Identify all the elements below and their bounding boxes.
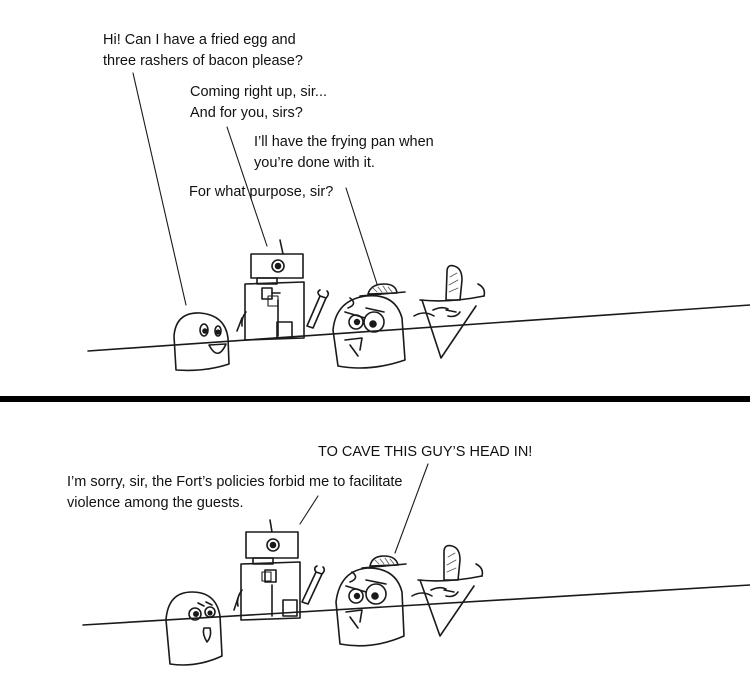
cone-character — [411, 544, 484, 637]
robot-waiter — [236, 239, 330, 341]
robot-reply-tail — [299, 495, 319, 525]
customer-speech: Hi! Can I have a fried egg and three ras… — [103, 32, 303, 69]
customer-character — [165, 591, 223, 666]
comic-panel-1: Hi! Can I have a fried egg and three ras… — [87, 32, 750, 372]
grumpy-speech-tail — [345, 187, 378, 285]
comic-panel-2: TO CAVE THIS GUY’S HEAD IN! I’m sorry, s… — [0, 402, 750, 690]
grumpy-shout: TO CAVE THIS GUY’S HEAD IN! — [318, 444, 533, 460]
robot-question: For what purpose, sir? — [189, 184, 334, 200]
panel-2-drawing — [82, 463, 750, 666]
robot-waiter — [233, 519, 326, 621]
shout-speech-tail — [394, 463, 429, 554]
grumpy-character — [335, 555, 407, 647]
grumpy-speech: I’ll have the frying pan when you’re don… — [254, 134, 434, 171]
customer-character — [173, 312, 230, 372]
panel-1-drawing — [87, 72, 750, 372]
robot-reply: I’m sorry, sir, the Fort’s policies forb… — [67, 474, 403, 511]
robot-speech: Coming right up, sir... And for you, sir… — [190, 84, 327, 121]
counter-line — [87, 304, 750, 352]
robot-speech-tail — [226, 126, 268, 247]
counter-line — [82, 584, 750, 626]
customer-speech-tail — [132, 72, 187, 306]
panel-divider — [0, 396, 750, 402]
grumpy-character — [332, 283, 406, 369]
cone-character — [413, 264, 486, 359]
